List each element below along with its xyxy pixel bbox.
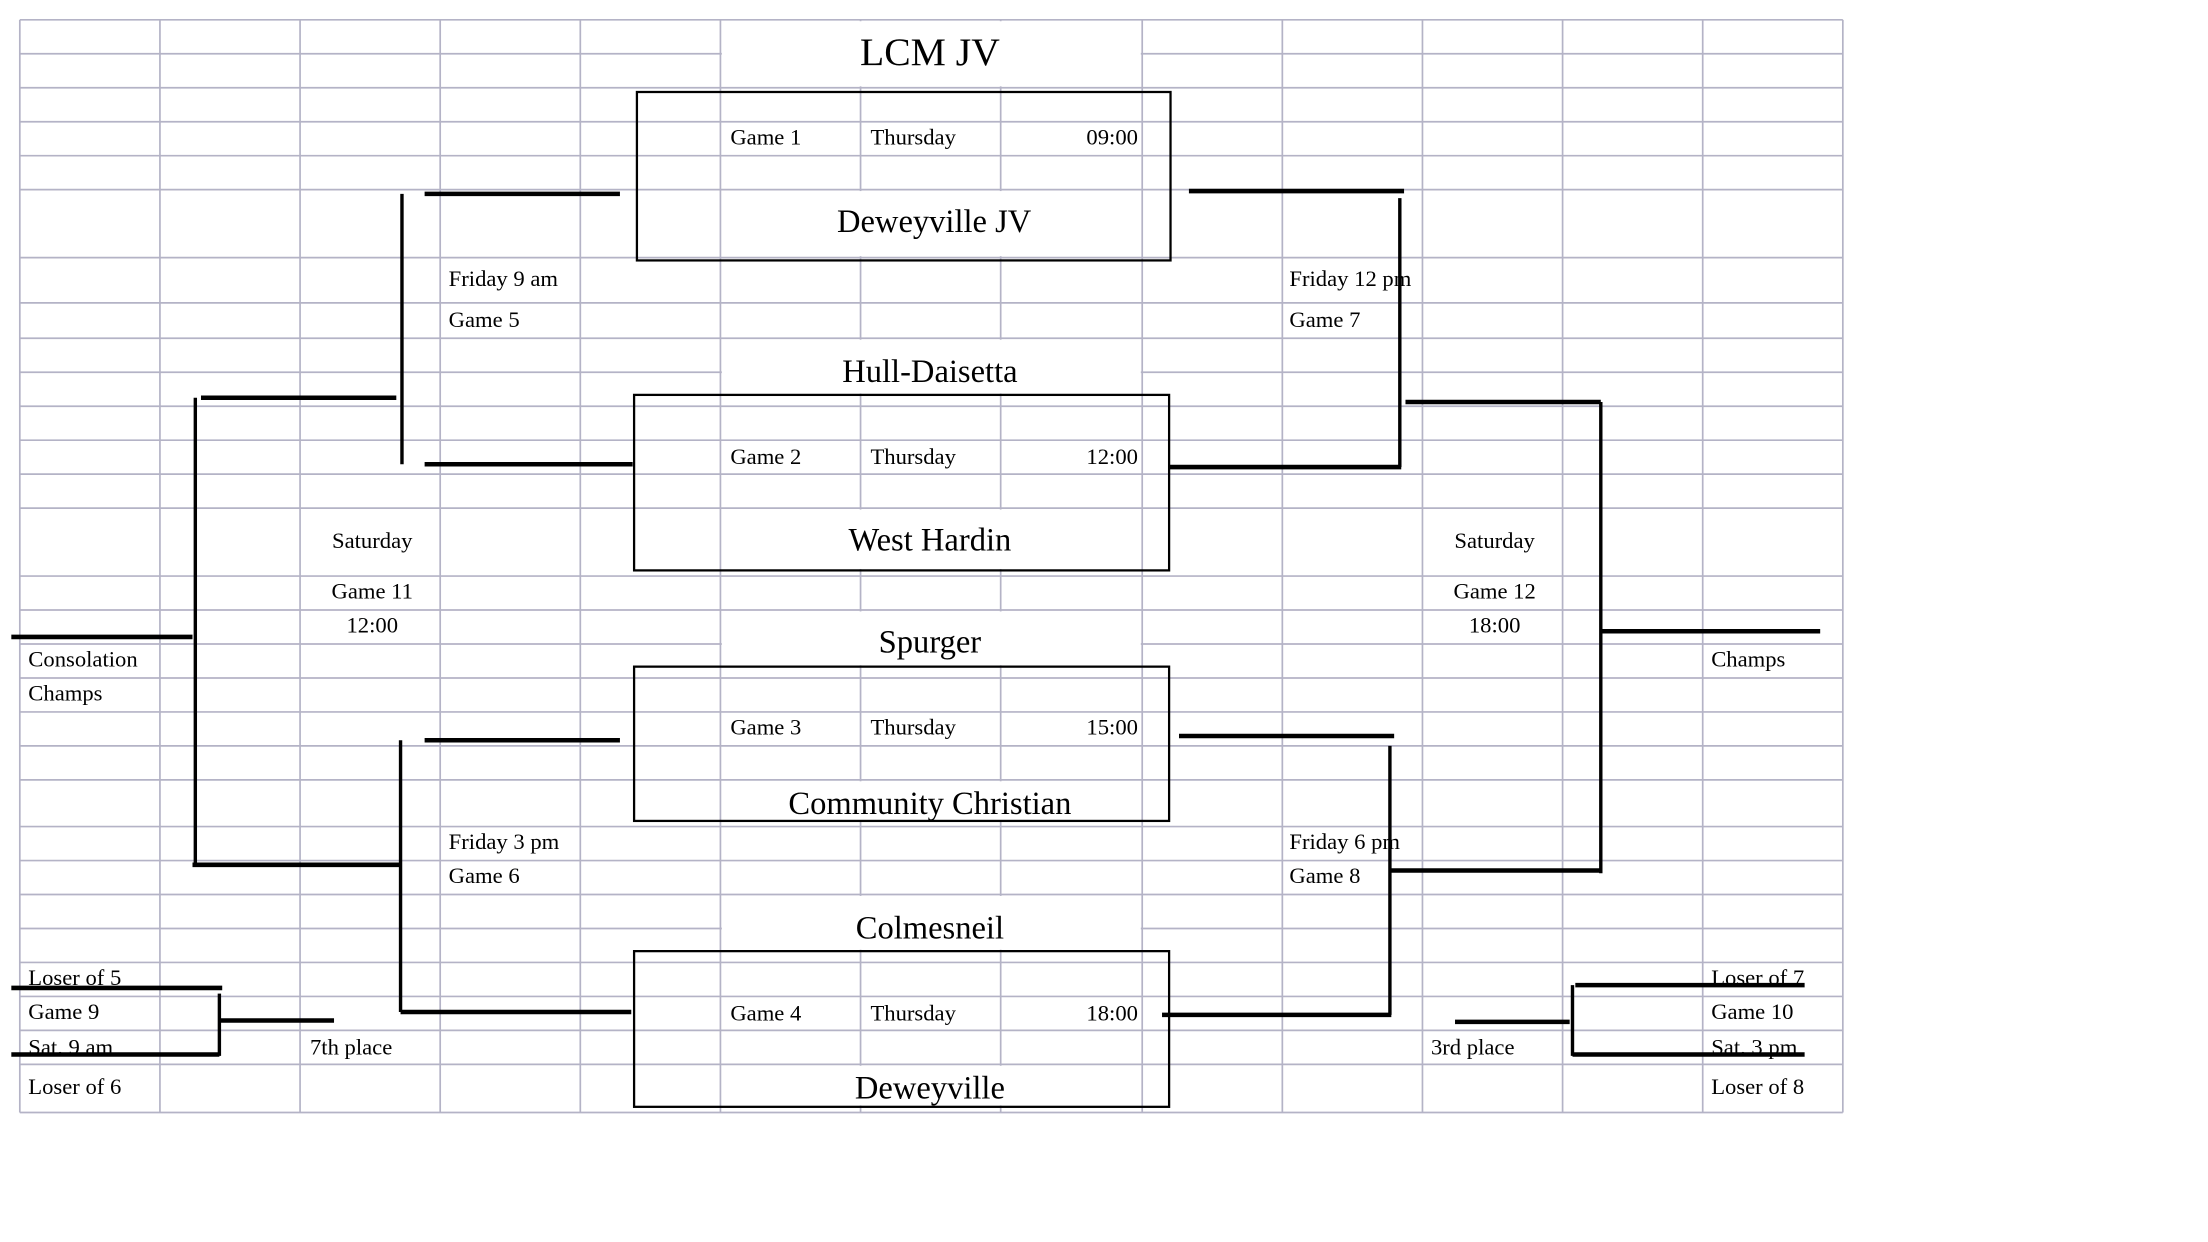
game-5-label: Game 5 [449, 307, 520, 332]
game-9-time: Sat. 9 am [28, 1034, 113, 1059]
game-time: 12:00 [1086, 444, 1138, 469]
game-7-time: Friday 12 pm [1289, 266, 1411, 291]
game-label: Game 4 [730, 1000, 801, 1025]
game-12-time: 18:00 [1469, 613, 1521, 638]
third-place-label: 3rd place [1431, 1034, 1515, 1059]
team-name: Community Christian [788, 786, 1071, 822]
game-6-time: Friday 3 pm [449, 829, 560, 854]
seventh-place-label: 7th place [310, 1034, 392, 1059]
bracket-game-8 [1162, 733, 1395, 1018]
game-6-label: Game 6 [449, 863, 520, 888]
game-12-day: Saturday [1454, 528, 1535, 553]
bracket-game-9 [11, 985, 335, 1057]
game-label: Game 1 [730, 124, 801, 149]
game-11-time: 12:00 [346, 613, 398, 638]
game-10-top-seed: Loser of 7 [1711, 965, 1804, 990]
game-2: Hull-Daisetta Game 2 Thursday 12:00 West… [730, 354, 1138, 558]
game-10-bottom-seed: Loser of 8 [1711, 1074, 1804, 1099]
game-9-bottom-seed: Loser of 6 [28, 1074, 121, 1099]
consolation-champs-label: Champs [28, 681, 102, 706]
bracket-game-12 [1391, 399, 1821, 874]
team-name: Deweyville [855, 1070, 1005, 1106]
game-12-label: Game 12 [1453, 579, 1535, 604]
game-10-label: Game 10 [1711, 999, 1793, 1024]
game-day: Thursday [870, 444, 956, 469]
consolation-label: Consolation [28, 647, 137, 672]
team-name: Colmesneil [856, 910, 1004, 946]
bracket-game-11 [11, 395, 402, 868]
game-8-label: Game 8 [1289, 863, 1360, 888]
team-name: Spurger [879, 624, 982, 660]
game-label: Game 2 [730, 444, 801, 469]
game-11-day: Saturday [332, 528, 413, 553]
game-5-time: Friday 9 am [449, 266, 559, 291]
team-name: Deweyville JV [837, 204, 1032, 240]
game-2-box [632, 393, 1171, 572]
spreadsheet-grid [18, 18, 1844, 1114]
bracket-title: LCM JV [860, 30, 1000, 74]
game-3: Spurger Game 3 Thursday 15:00 Community … [730, 624, 1138, 821]
game-4: Colmesneil Game 4 Thursday 18:00 Deweyvi… [730, 910, 1138, 1106]
game-4-box [632, 950, 1171, 1108]
champs-label: Champs [1711, 647, 1785, 672]
game-1-box [635, 90, 1172, 262]
game-day: Thursday [870, 1000, 956, 1025]
bracket-game-7 [1169, 188, 1405, 470]
merged-cells [721, 21, 1141, 1106]
game-time: 15:00 [1086, 715, 1138, 740]
game-9-top-seed: Loser of 5 [28, 965, 121, 990]
team-name: Hull-Daisetta [842, 354, 1017, 390]
game-7-label: Game 7 [1289, 307, 1360, 332]
game-day: Thursday [870, 715, 956, 740]
game-11-label: Game 11 [332, 579, 413, 604]
game-9-label: Game 9 [28, 999, 99, 1024]
game-time: 09:00 [1086, 124, 1138, 149]
game-3-box [632, 665, 1171, 823]
game-day: Thursday [870, 124, 956, 149]
game-time: 18:00 [1086, 1000, 1138, 1025]
bracket-game-6 [398, 737, 632, 1015]
bracket-game-10 [1455, 982, 1805, 1057]
game-label: Game 3 [730, 715, 801, 740]
team-name: West Hardin [849, 523, 1012, 559]
game-10-time: Sat. 3 pm [1711, 1034, 1798, 1059]
game-1: Game 1 Thursday 09:00 Deweyville JV [730, 124, 1138, 240]
bracket-game-5 [400, 191, 633, 467]
game-8-time: Friday 6 pm [1289, 829, 1400, 854]
